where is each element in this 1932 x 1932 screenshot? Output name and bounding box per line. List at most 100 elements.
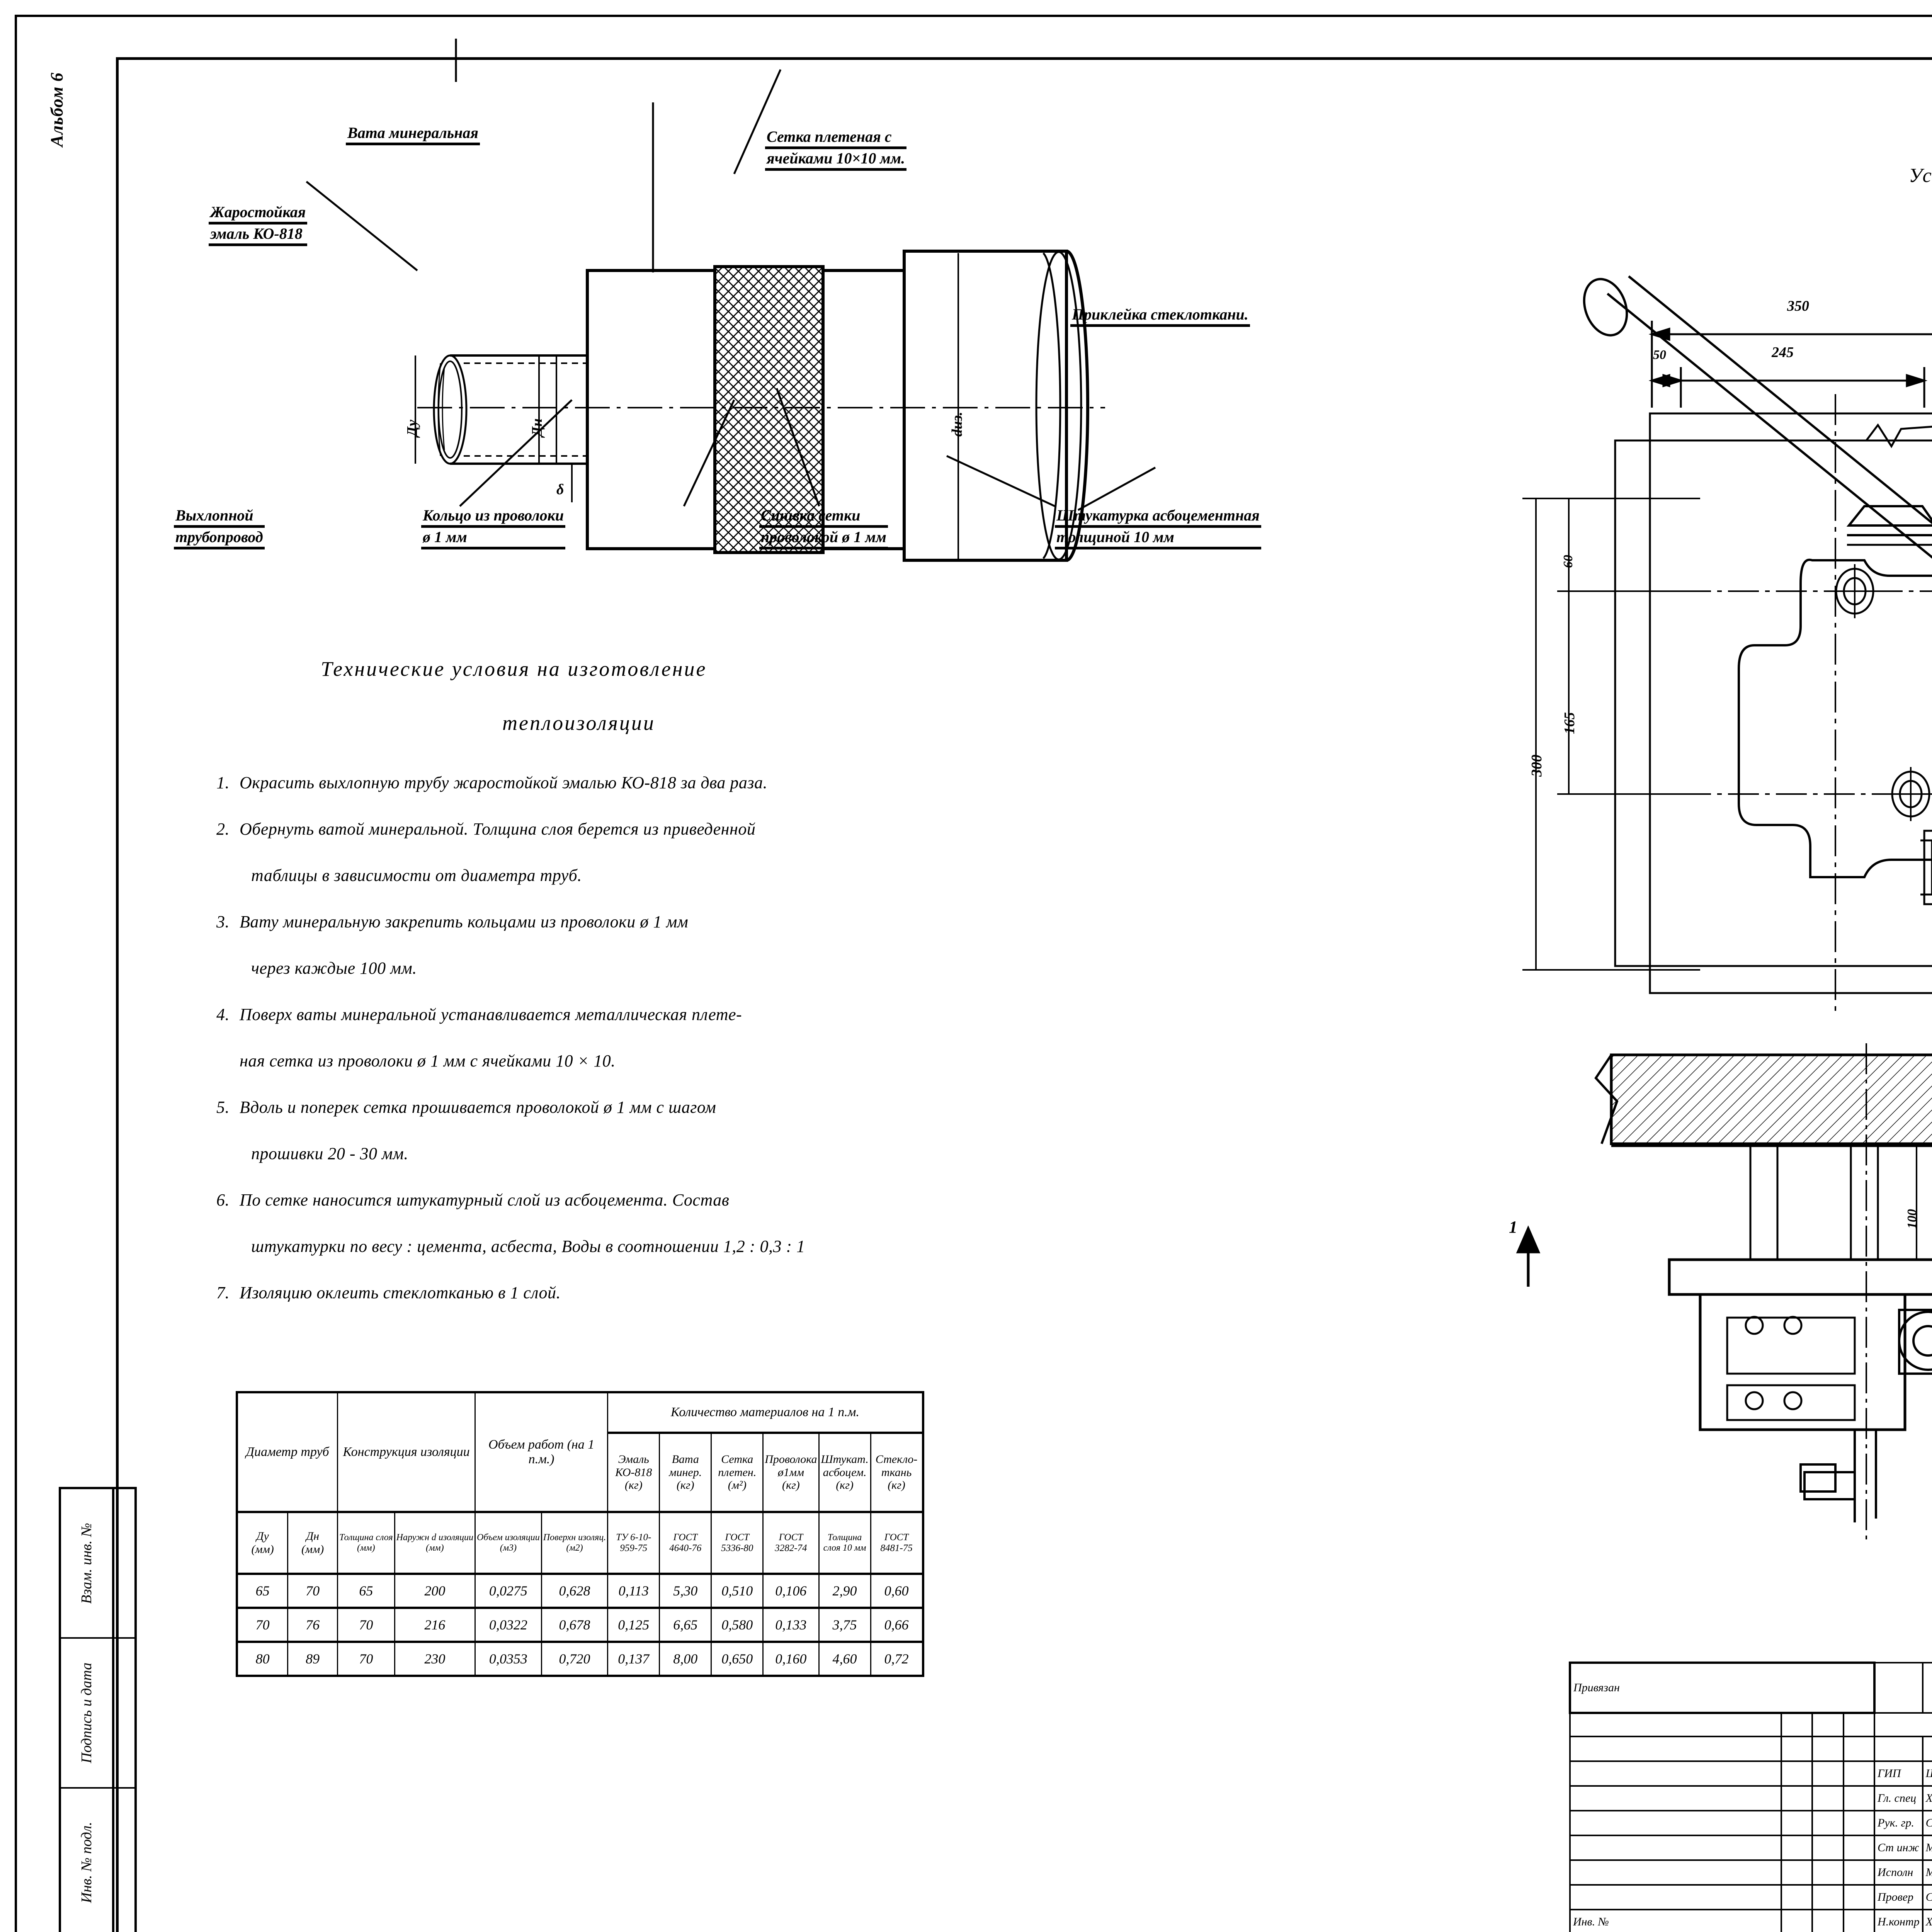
role-name-gip: Шелудько xyxy=(1922,1760,1932,1787)
cell-r0-c10: 2,90 xyxy=(818,1573,871,1609)
cell-r1-c11: 0,66 xyxy=(870,1607,924,1643)
cell-r1-c1: 76 xyxy=(287,1607,338,1643)
tc-item-4-line2: ная сетка из проволоки ø 1 мм с ячейками… xyxy=(240,1051,616,1070)
th-sub-gost2-l2: 5336-80 xyxy=(721,1543,753,1553)
th-material-wool: Вата минер. (кг) xyxy=(659,1432,712,1513)
callout-wire-ring-line2: ø 1 мм xyxy=(421,528,566,549)
tc-item-3-num: 3. xyxy=(216,912,230,931)
cell-r2-c6: 0,137 xyxy=(607,1641,660,1677)
cell-r0-c8: 0,510 xyxy=(711,1573,764,1609)
th-material-wire: Проволока ø1мм (кг) xyxy=(762,1432,820,1513)
cell-r0-c6: 0,113 xyxy=(607,1573,660,1609)
tc-item-5-line1: Вдоль и поперек сетка прошивается провол… xyxy=(240,1098,716,1117)
table-row: 80 89 70 230 0,0353 0,720 0,137 8,00 0,6… xyxy=(236,1641,924,1677)
dim-50: 50 xyxy=(1653,348,1666,362)
callout-heat-enamel-line2: эмаль КО-818 xyxy=(209,224,308,246)
blank-cell-7-2 xyxy=(1780,1835,1813,1861)
callout-wire-ring-line1: Кольцо из проволоки xyxy=(421,506,566,528)
tc-item-6-num: 6. xyxy=(216,1190,230,1209)
th-material-enamel-name: Эмаль КО-818 xyxy=(615,1453,652,1479)
role-label-glspec: Гл. спец xyxy=(1874,1785,1923,1811)
rev-cell-1-1 xyxy=(1874,1662,1923,1714)
table-header-row-1: Диаметр труб Конструкция изоляции Объем … xyxy=(236,1391,924,1513)
title-block-row-ispoln: Исполн Масолыд Мас Установка насоса БКФ-… xyxy=(1569,1859,1932,1886)
th-volume: Объем работ (на 1 п.м.) xyxy=(474,1391,609,1513)
cell-r2-c5: 0,720 xyxy=(541,1641,609,1677)
tech-conditions-title-line1: Технические условия на изготовление xyxy=(321,657,707,680)
tc-item-1-num: 1. xyxy=(216,773,230,792)
th-material-plaster-unit: (кг) xyxy=(836,1479,854,1492)
th-material-wool-unit: (кг) xyxy=(676,1479,694,1492)
callout-mesh-line2: ячейками 10×10 мм. xyxy=(765,149,907,171)
th-sub-gost3-l1: ГОСТ xyxy=(779,1532,803,1543)
th-material-cloth-unit: (кг) xyxy=(888,1479,905,1492)
callout-mineral-wool-text: Вата минеральная xyxy=(346,124,480,145)
th-material-mesh-name: Сетка плетен. xyxy=(718,1453,757,1479)
callout-heat-enamel: Жаростойкая эмаль КО-818 xyxy=(209,203,308,246)
blank-cell-9-4 xyxy=(1842,1884,1876,1910)
blank-cell-7-3 xyxy=(1811,1835,1844,1861)
role-label-ispoln: Исполн xyxy=(1874,1859,1923,1886)
materials-table: Диаметр труб Конструкция изоляции Объем … xyxy=(236,1391,924,1677)
blank-cell-10-2 xyxy=(1780,1909,1813,1932)
blank-cell-4-3 xyxy=(1811,1760,1844,1787)
callout-mesh: Сетка плетеная с ячейками 10×10 мм. xyxy=(765,128,907,171)
tech-conditions-title-line2: теплоизоляции xyxy=(502,711,655,735)
cell-r1-c2: 70 xyxy=(337,1607,395,1643)
role-label-stinzh: Ст инж xyxy=(1874,1835,1923,1861)
cell-r1-c7: 6,65 xyxy=(659,1607,712,1643)
table-row: 70 76 70 216 0,0322 0,678 0,125 6,65 0,5… xyxy=(236,1607,924,1643)
left-margin-stamp: Взам. инв. № Подпись и дата Инв. № подл. xyxy=(59,1487,114,1932)
blank-cell-10-3 xyxy=(1811,1909,1844,1932)
th-sub-outer-d-l1: Наружн d изоляции xyxy=(396,1532,473,1543)
tc-item-6-line1: По сетке наносится штукатурный слой из а… xyxy=(240,1190,730,1209)
th-sub-tu-l2: 959-75 xyxy=(620,1543,648,1553)
th-sub-gost1: ГОСТ 4640-76 xyxy=(659,1511,712,1575)
th-sub-gost4-l2: 8481-75 xyxy=(880,1543,913,1553)
cell-r2-c2: 70 xyxy=(337,1641,395,1677)
blank-cell-10-4 xyxy=(1842,1909,1876,1932)
dim-165: 165 xyxy=(1561,712,1578,734)
dim-300: 300 xyxy=(1529,755,1545,777)
blank-cell-6-4 xyxy=(1842,1810,1876,1836)
callout-glass-cloth: Приклейка стеклоткани. xyxy=(1070,305,1250,327)
callout-plaster-line2: толщиной 10 мм xyxy=(1055,528,1261,549)
blank-cell-9-2 xyxy=(1780,1884,1813,1910)
blank-cell-3-3 xyxy=(1811,1736,1844,1762)
rev-cell-1-2 xyxy=(1922,1662,1932,1714)
role-name-nkontr: Холопцев xyxy=(1922,1909,1932,1932)
title-block-row-nkontr: Инв. № Н.контр Холопцев Хол xyxy=(1569,1909,1932,1932)
blank-cell-8-3 xyxy=(1811,1859,1844,1886)
table-row: 65 70 65 200 0,0275 0,628 0,113 5,30 0,5… xyxy=(236,1573,924,1609)
table-header-row-2: Эмаль КО-818 (кг) Вата минер. (кг) Сетка… xyxy=(237,1432,924,1513)
cell-r2-c4: 0,0353 xyxy=(474,1641,542,1677)
th-sub-gost4-l1: ГОСТ xyxy=(884,1532,909,1543)
th-material-mesh-unit: (м²) xyxy=(728,1479,747,1492)
th-sub-surface-l2: (м2) xyxy=(566,1543,583,1553)
left-margin-blank-2 xyxy=(110,1639,134,1789)
th-construction: Конструкция изоляции xyxy=(337,1391,476,1513)
th-material-wire-name: Проволока ø1мм xyxy=(765,1453,817,1479)
th-sub-dy-l1: Ду xyxy=(256,1530,269,1543)
title-block-row-stinzh: Ст инж Масолыд Мас xyxy=(1569,1835,1932,1861)
left-margin-cell-vzam: Взам. инв. № xyxy=(61,1489,112,1639)
title-block-row-rev2 xyxy=(1569,1712,1932,1737)
blank-cell-8-2 xyxy=(1780,1859,1813,1886)
left-margin-blank-1 xyxy=(110,1489,134,1639)
title-block-row-rev3 xyxy=(1569,1736,1932,1762)
dim-delta: δ xyxy=(556,481,564,498)
th-sub-dn-l1: Дн xyxy=(306,1530,320,1543)
cell-r0-c11: 0,60 xyxy=(870,1573,924,1609)
th-sub-volume: Объем изоляции (м3) xyxy=(474,1511,542,1575)
dim-245: 245 xyxy=(1772,344,1794,361)
th-sub-volume-l1: Объем изоляции xyxy=(477,1532,540,1543)
th-material-wool-name: Вата минер. xyxy=(669,1453,702,1479)
callout-exhaust-pipe: Выхлопной трубопровод xyxy=(174,506,265,549)
callout-exhaust-pipe-line2: трубопровод xyxy=(174,528,265,549)
rev-cell-2-1 xyxy=(1569,1712,1782,1737)
callout-glass-cloth-text: Приклейка стеклоткани. xyxy=(1070,305,1250,327)
th-sub-thickness-l1: Толщина слоя xyxy=(339,1532,393,1543)
callout-wire-ring: Кольцо из проволоки ø 1 мм xyxy=(421,506,566,549)
tc-item-3-line1: Вату минеральную закрепить кольцами из п… xyxy=(240,912,689,931)
